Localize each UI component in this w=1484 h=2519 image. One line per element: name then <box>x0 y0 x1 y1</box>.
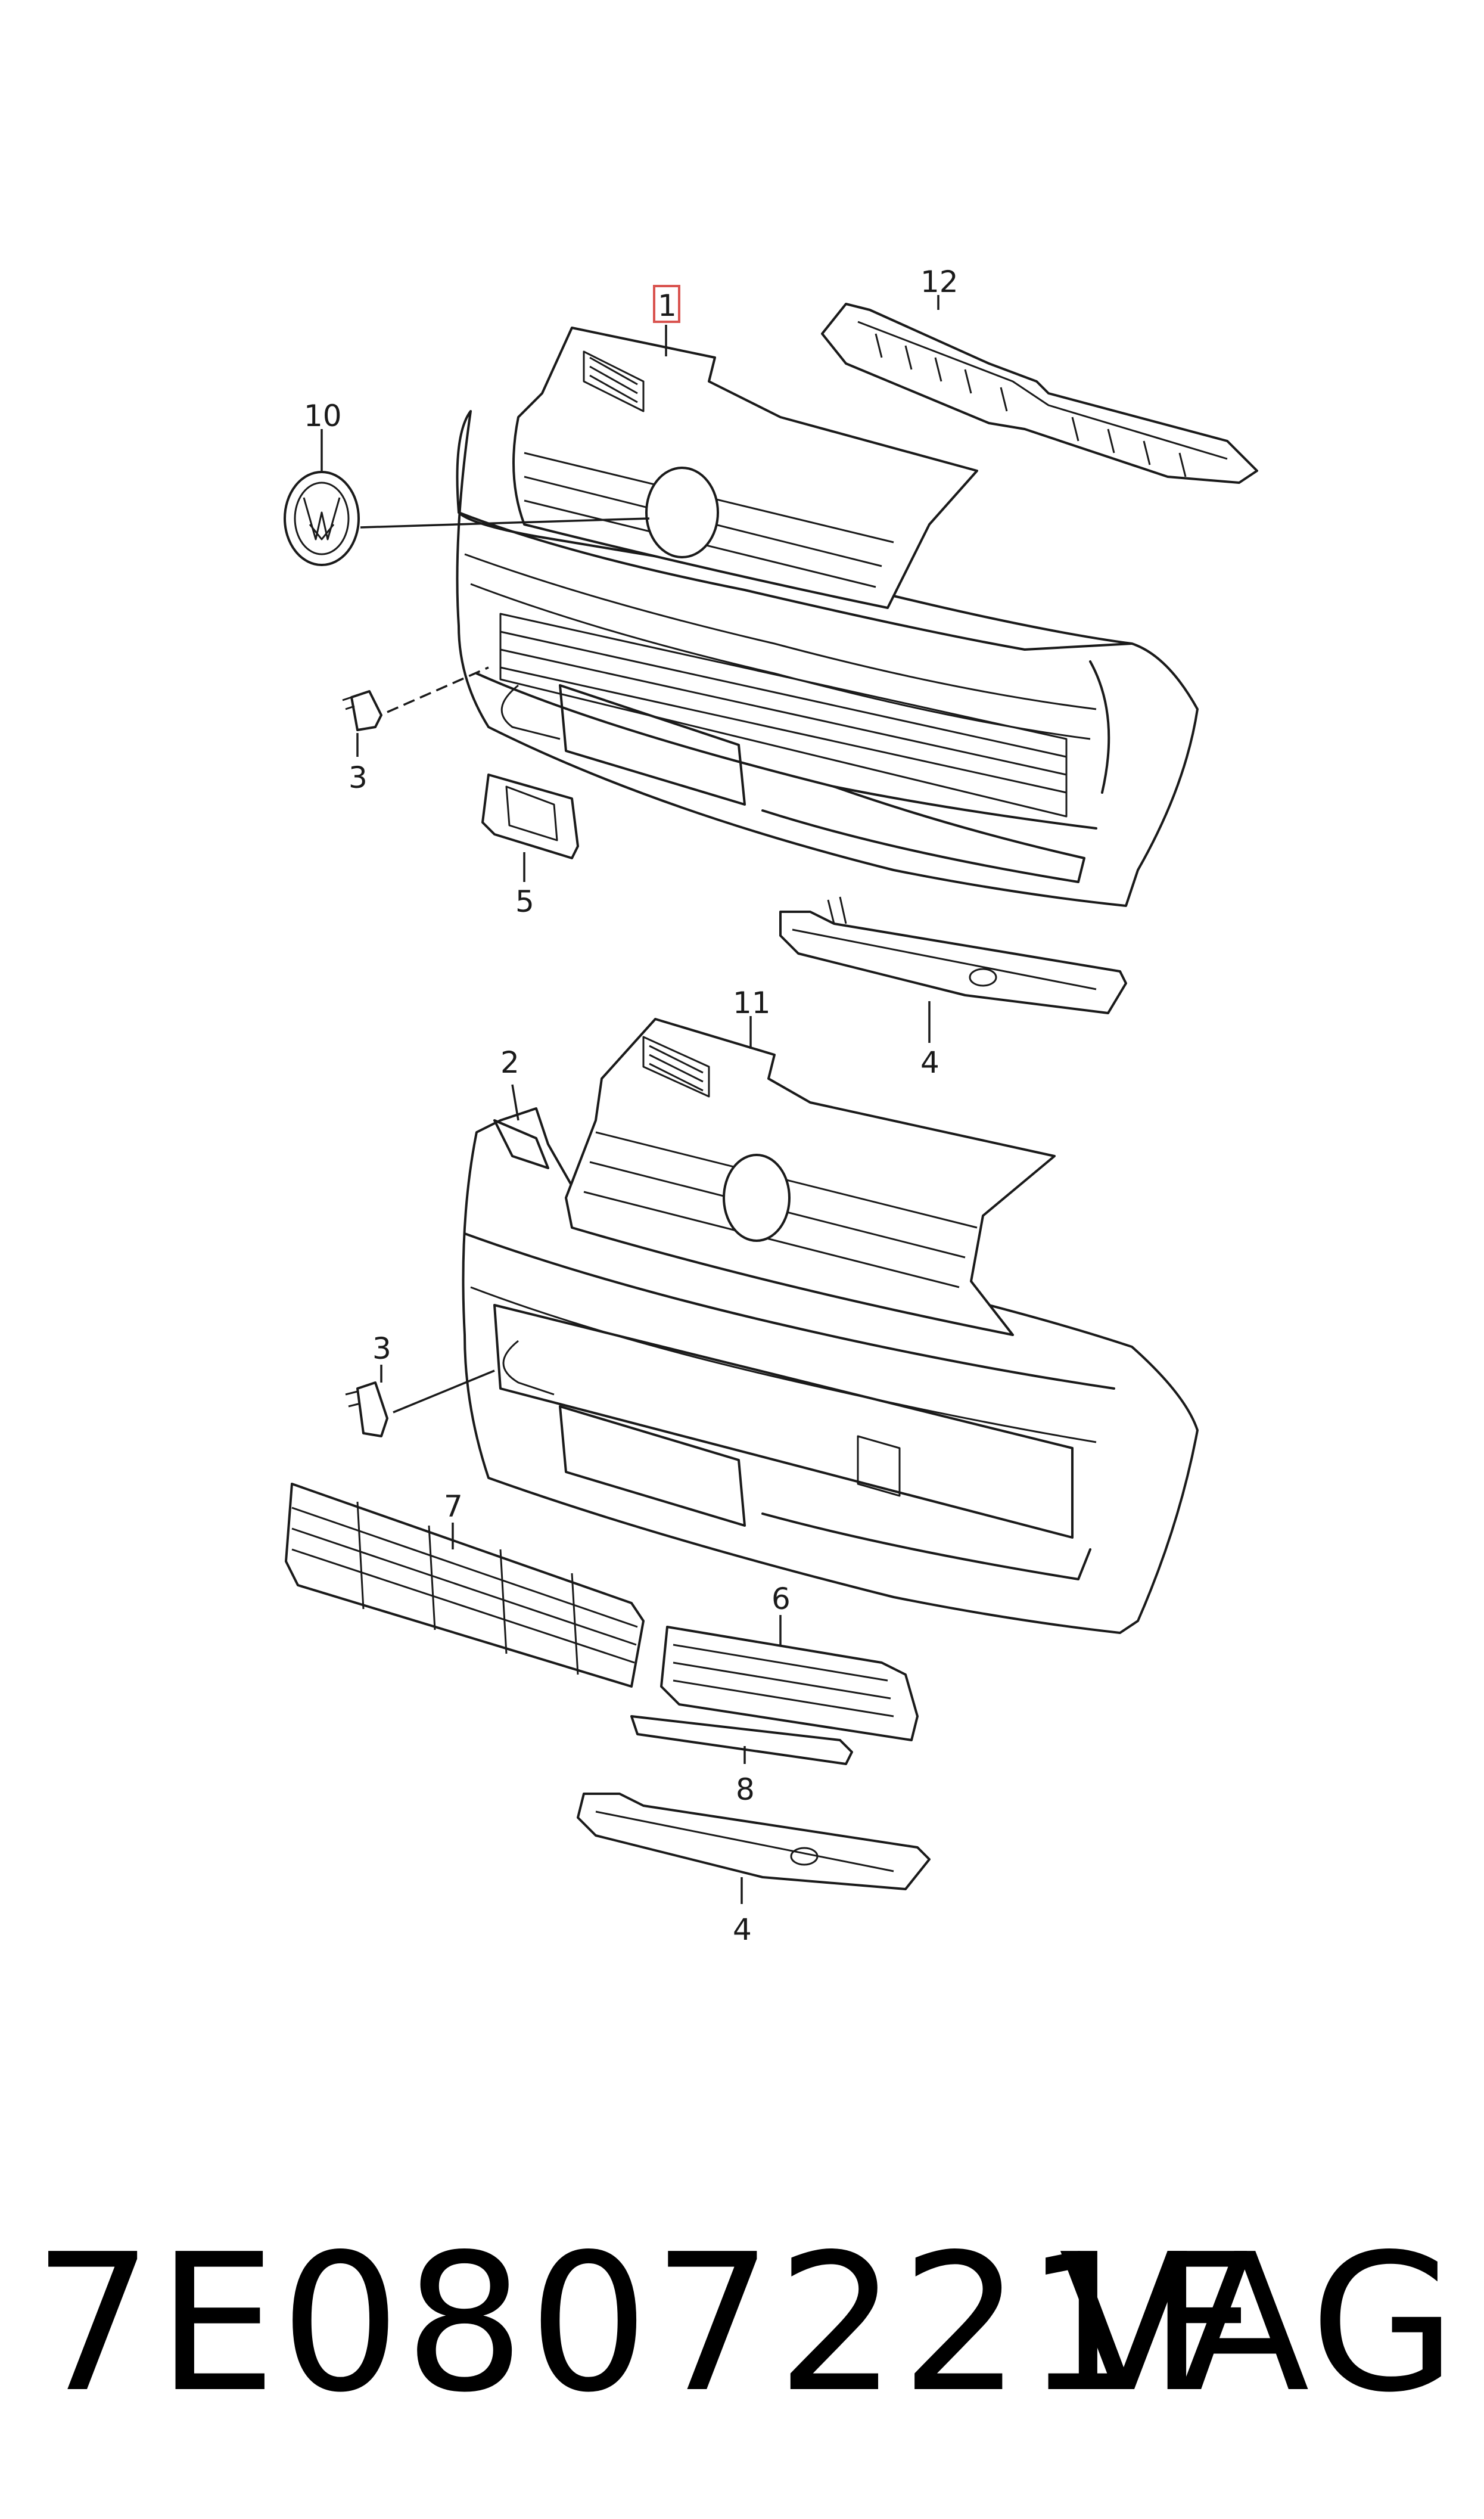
callout-3-lower[interactable]: 3 <box>372 1331 391 1366</box>
callout-5[interactable]: 5 <box>515 884 534 919</box>
callout-10[interactable]: 10 <box>304 399 342 433</box>
callout-12[interactable]: 12 <box>920 265 959 299</box>
footer: 7E0807221F VAG <box>0 2229 1484 2419</box>
clip-3-lower <box>345 1381 388 1437</box>
callout-4-lower[interactable]: 4 <box>733 1912 752 1947</box>
brand-label: VAG <box>1059 2213 1460 2434</box>
bracket-5 <box>481 774 579 859</box>
upper-grille-lower-view <box>493 1018 1056 1336</box>
callout-3-upper[interactable]: 3 <box>349 760 368 795</box>
callout-4-upper[interactable]: 4 <box>920 1045 939 1080</box>
trim-4-lower <box>577 1793 931 1890</box>
trim-strip-8 <box>630 1715 853 1765</box>
parts-diagram: 1 12 10 3 5 11 4 2 3 7 6 8 4 <box>284 265 1258 1947</box>
grille-bracket-12 <box>821 303 1258 484</box>
clip-3-upper <box>342 690 382 731</box>
callout-11[interactable]: 11 <box>733 986 771 1020</box>
callout-7[interactable]: 7 <box>444 1489 463 1524</box>
callout-2[interactable]: 2 <box>500 1045 519 1080</box>
bumper-cover-upper <box>456 410 1199 907</box>
leader-lines <box>321 295 939 1904</box>
callout-8[interactable]: 8 <box>736 1772 755 1807</box>
trim-4-upper <box>779 896 1127 1014</box>
upper-grille <box>512 327 978 609</box>
side-grille-6 <box>660 1626 919 1741</box>
vw-badge-10 <box>284 471 360 566</box>
callout-1[interactable]: 1 <box>658 288 677 323</box>
lower-grille-7 <box>285 1483 645 1688</box>
callout-1-highlight <box>653 285 680 323</box>
callout-6[interactable]: 6 <box>771 1582 791 1616</box>
part-number: 7E0807221F <box>33 2213 1262 2434</box>
